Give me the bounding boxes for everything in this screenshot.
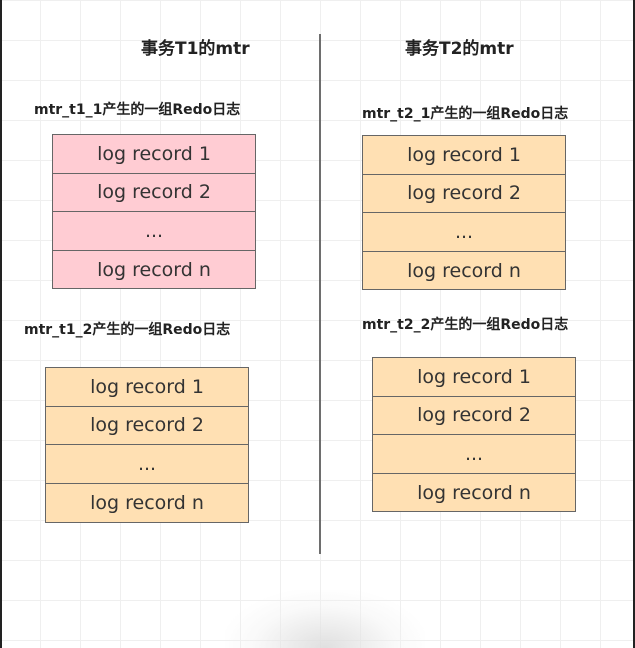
column-divider (319, 34, 321, 554)
log-record-row: log record n (97, 258, 211, 281)
t1-title: 事务T1的mtr (141, 39, 250, 59)
log-record-row: log record 1 (373, 358, 575, 397)
mtr-t1-1-caption: mtr_t1_1产生的一组Redo日志 (34, 102, 241, 118)
bottom-glow (225, 590, 425, 648)
log-record-row: log record 1 (363, 136, 565, 175)
log-record-row: log record 1 (53, 135, 255, 174)
mtr-t2-2-log-stack: log record 1 log record 2 ... log record… (372, 357, 576, 512)
log-record-row: log record n (407, 259, 521, 282)
t2-title: 事务T2的mtr (405, 39, 514, 59)
log-record-row: log record 1 (46, 368, 248, 407)
mtr-t1-2-log-stack: log record 1 log record 2 ... log record… (45, 367, 249, 523)
log-record-ellipsis-row: ... (46, 445, 248, 484)
mtr-t1-1-log-stack: log record 1 log record 2 ... log record… (52, 134, 256, 289)
mtr-t1-2-caption: mtr_t1_2产生的一组Redo日志 (24, 322, 231, 338)
log-record-ellipsis-row: ... (373, 435, 575, 474)
log-record-row: log record 2 (363, 175, 565, 213)
log-record-row: log record 2 (373, 397, 575, 435)
mtr-t2-1-log-stack: log record 1 log record 2 ... log record… (362, 135, 566, 290)
mtr-t2-1-caption: mtr_t2_1产生的一组Redo日志 (362, 106, 569, 122)
right-frame-border (633, 0, 635, 648)
log-record-row: log record 2 (53, 174, 255, 212)
left-frame-border (0, 0, 2, 648)
log-record-row: log record 2 (46, 407, 248, 445)
log-record-row: log record n (90, 491, 204, 514)
log-record-row: log record n (417, 481, 531, 504)
log-record-ellipsis-row: ... (363, 213, 565, 252)
mtr-t2-2-caption: mtr_t2_2产生的一组Redo日志 (362, 317, 569, 333)
log-record-ellipsis-row: ... (53, 212, 255, 251)
